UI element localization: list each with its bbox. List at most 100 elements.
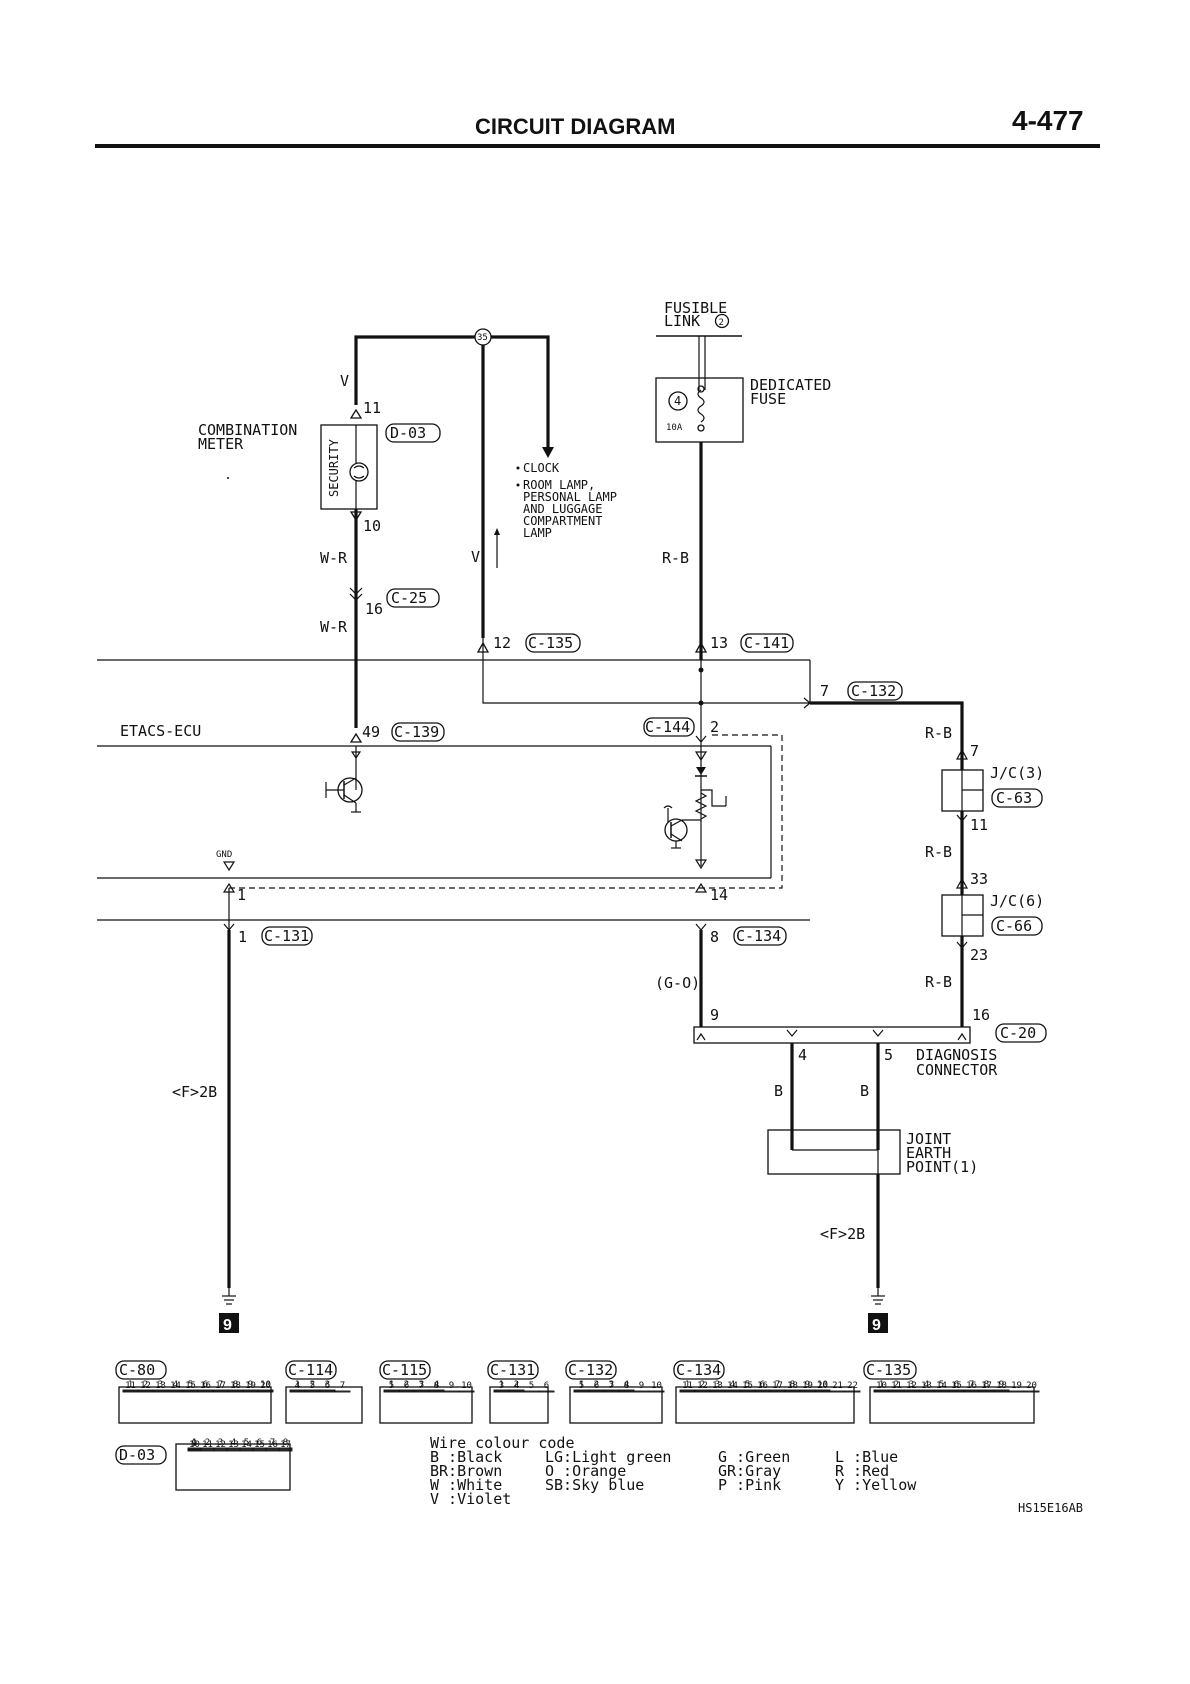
pin14-label: 14 — [710, 886, 728, 904]
connector-view-c132-shell — [569, 1386, 663, 1424]
connector-pin-number: 16 — [966, 1381, 977, 1391]
diagnosis-connector-body — [693, 1026, 971, 1044]
connector-c144-tag — [643, 717, 695, 737]
ecu-resistor — [694, 792, 708, 820]
connector-pin-number: 6 — [760, 1380, 765, 1390]
security-indicator-label: SECURITY — [327, 438, 341, 497]
connector-pin-number: 5 — [244, 1438, 249, 1448]
connector-pin-number: 12 — [697, 1381, 708, 1391]
legend-sb: SB:Sky blue — [545, 1476, 644, 1494]
connector-pin — [212, 1390, 229, 1393]
connector-pin — [137, 1390, 154, 1393]
connector-pin — [588, 1390, 605, 1393]
bullet-1 — [516, 466, 520, 470]
ground-right-number: 9 — [872, 1317, 881, 1334]
connector-pin — [538, 1390, 555, 1393]
connector-pin-number: 9 — [999, 1380, 1004, 1390]
connector-pin-number: 4 — [624, 1380, 629, 1390]
connector-view-c132-tag — [565, 1360, 617, 1380]
connector-c25-tag — [386, 588, 440, 608]
connector-pin-number: 20 — [260, 1381, 271, 1391]
connector-pin-number: 3 — [158, 1380, 163, 1390]
connector-pin-number: 1 — [685, 1380, 690, 1390]
connector-pin — [769, 1390, 786, 1393]
connector-pin-number: 2 — [205, 1438, 210, 1448]
ecu-output-base-curl — [663, 805, 673, 809]
connector-pin-number: 7 — [775, 1380, 780, 1390]
connector-view-c114-tag — [285, 1360, 337, 1380]
connector-pin — [289, 1390, 306, 1393]
connector-pin-number: 10 — [260, 1380, 271, 1390]
connector-pin-number: 11 — [125, 1381, 136, 1391]
combination-meter-box — [320, 424, 378, 510]
connector-pin-number: 1 — [128, 1380, 133, 1390]
connector-c25-id: C-25 — [391, 589, 427, 607]
splice-number: 35 — [477, 333, 488, 343]
load-room-lamp-3: AND LUGGAGE — [523, 502, 602, 516]
connector-pin-number: 13 — [712, 1381, 723, 1391]
diag-pin-16: 16 — [972, 1006, 990, 1024]
connector-pin-number: 16 — [757, 1381, 768, 1391]
connector-pin-number: 12 — [215, 1440, 226, 1450]
ecu-diode — [696, 767, 706, 775]
connector-pin — [383, 1390, 400, 1393]
jc6-in-arrow — [955, 877, 969, 889]
connector-pin-number: 10 — [651, 1381, 662, 1391]
jc3-label: J/C(3) — [990, 764, 1044, 782]
ground-left-number: 9 — [223, 1317, 232, 1334]
connector-pin-number: 5 — [188, 1380, 193, 1390]
connector-pin-number: 1 — [192, 1438, 197, 1448]
connector-view-d03-tag — [115, 1445, 167, 1465]
connector-pin-number: 15 — [742, 1381, 753, 1391]
connector-pin-number: 13 — [228, 1440, 239, 1450]
connector-pin-number: 19 — [1011, 1381, 1022, 1391]
ecu-gnd-pin: 1 — [237, 886, 246, 904]
transistor-emitter — [343, 794, 357, 804]
connector-view-c135-shell — [869, 1386, 1035, 1424]
connector-pin — [918, 1390, 935, 1393]
ecu-pin14-mark — [694, 859, 708, 870]
jc3-in-pin: 7 — [970, 742, 979, 760]
connector-pin-number: 9 — [248, 1380, 253, 1390]
connector-view-c115-shell — [379, 1386, 473, 1424]
connector-pin-number: 3 — [609, 1380, 614, 1390]
connector-pin-number: 7 — [340, 1381, 345, 1391]
connector-pin — [122, 1390, 139, 1393]
wire-label-b-left: B — [774, 1082, 783, 1100]
c144-pin: 2 — [710, 718, 719, 736]
connector-pin — [724, 1390, 741, 1393]
legend-r: R :Red — [835, 1462, 889, 1480]
connector-pin — [278, 1449, 293, 1452]
connector-pin — [933, 1390, 950, 1393]
combination-meter-label-2: METER — [198, 435, 244, 453]
connector-pin — [226, 1449, 241, 1452]
connector-pin-number: 5 — [529, 1381, 534, 1391]
connector-pin-number: 1 — [389, 1380, 394, 1390]
fuse-number-marker — [668, 391, 688, 411]
ground-left-badge — [219, 1313, 239, 1333]
connector-pin-number: 8 — [984, 1380, 989, 1390]
ecu-junction-dot — [698, 700, 704, 706]
connector-c134-tag — [733, 926, 787, 946]
diag-pin-5-mark — [872, 1029, 884, 1037]
fuse-symbol — [697, 389, 705, 423]
connector-pin — [523, 1390, 540, 1393]
connector-pin-number: 6 — [544, 1381, 549, 1391]
wire-label-w-r-1: W-R — [320, 549, 348, 567]
connector-pin — [978, 1390, 995, 1393]
connector-pin-number: 4 — [173, 1380, 178, 1390]
meter-pin-in-arrow — [349, 408, 363, 419]
connector-pin-number: 8 — [624, 1381, 629, 1391]
connector-pin-number: 7 — [218, 1380, 223, 1390]
dedicated-fuse-label-2: FUSE — [750, 390, 786, 408]
connector-pin-number: 4 — [730, 1380, 735, 1390]
connector-pin-number: 17 — [215, 1381, 226, 1391]
connector-pin — [603, 1390, 620, 1393]
fusible-link-marker — [714, 313, 730, 329]
c134-arrow — [695, 923, 707, 931]
connector-view-d03-shell — [175, 1443, 291, 1491]
connector-c20-id: C-20 — [1000, 1024, 1036, 1042]
connector-c132-id: C-132 — [851, 682, 896, 700]
